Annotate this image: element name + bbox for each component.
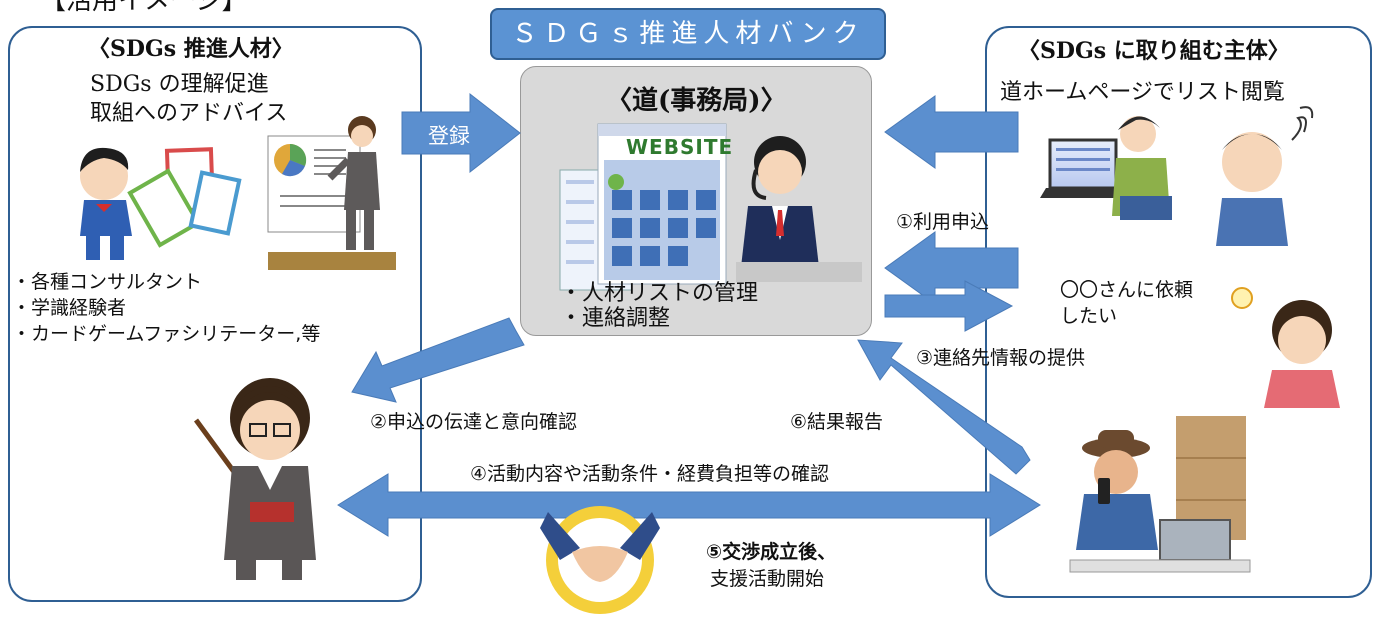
website-label: WEBSITE (626, 135, 734, 159)
contact-info-arrow (884, 280, 1014, 332)
laptop-user-illustration (1040, 116, 1172, 220)
operator-illustration (736, 136, 862, 282)
confirmation-arrow (337, 473, 1041, 537)
request-text-2: したい (1060, 305, 1118, 327)
step3-label: ③連絡先情報の提供 (916, 347, 1086, 369)
talent-example-1: ・各種コンサルタント (12, 271, 203, 293)
teacher-illustration (193, 378, 316, 580)
task-list-management: ・人材リストの管理 (560, 281, 759, 306)
woman-with-idea-illustration (1231, 287, 1340, 408)
browse-arrow (884, 95, 1019, 169)
register-arrow (401, 92, 521, 174)
actor-desc: 道ホームページでリスト閲覧 (1000, 80, 1285, 105)
convey-arrow (351, 317, 525, 403)
presenter-illustration (267, 116, 396, 270)
website-illustration (559, 123, 727, 291)
farmer-illustration (1069, 416, 1251, 573)
application-arrow (884, 231, 1019, 305)
secretariat-heading: 〈道(事務局)〉 (606, 86, 787, 116)
talent-heading: 〈SDGs 推進人材〉 (88, 36, 294, 62)
talent-desc-2: 取組へのアドバイス (90, 101, 288, 126)
report-arrow (857, 339, 1031, 475)
talent-example-2: ・学識経験者 (12, 297, 127, 319)
step4-label: ④活動内容や活動条件・経費負担等の確認 (470, 463, 830, 485)
step5-label-1: ⑤交渉成立後、 (706, 541, 837, 563)
talent-desc-1: SDGs の理解促進 (90, 72, 269, 97)
step1-label: ①利用申込 (896, 211, 990, 233)
talent-example-3: ・カードゲームファシリテーター,等 (12, 323, 321, 345)
banner-title: ＳＤＧｓ推進人材バンク (511, 19, 865, 49)
actor-heading: 〈SDGs に取り組む主体〉 (1018, 38, 1290, 64)
step6-label: ⑥結果報告 (790, 411, 884, 433)
talent-bank-banner: ＳＤＧｓ推進人材バンク (490, 8, 886, 60)
request-text-1: 〇〇さんに依頼 (1060, 279, 1194, 301)
task-coordination: ・連絡調整 (560, 306, 671, 331)
boy-with-cards-illustration (80, 147, 242, 260)
handshake-illustration (540, 506, 660, 614)
page-title: 【活用イメージ】 (40, 0, 248, 16)
step2-label: ②申込の伝達と意向確認 (370, 411, 578, 433)
register-label: 登録 (428, 124, 470, 148)
step5-label-2: 支援活動開始 (710, 568, 825, 590)
worried-person-illustration (1216, 106, 1314, 246)
